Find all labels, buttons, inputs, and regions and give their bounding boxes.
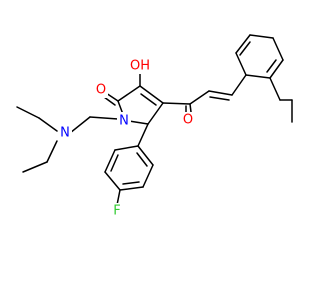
atom-labels: N N O OH O F [58,58,195,219]
pyrrolone-ring-bonds [117,85,164,125]
linker-bonds [69,116,119,134]
ring-nitrogen-label: N [119,114,129,129]
ketone-oxygen-label: O [183,113,193,128]
hydroxyl-label: OH [130,59,150,74]
phenyl-ring-bonds [235,34,293,123]
enone-chain-bonds [162,74,247,113]
fluorophenyl-ring-bonds [104,123,154,206]
fluorine-label: F [113,204,120,219]
structure-drawing: N N O OH O F [16,34,293,219]
ethyl-bonds [16,106,58,173]
amine-nitrogen-label: N [60,126,70,141]
molecule-canvas: N N O OH O F [16,34,293,219]
lactam-oxygen-label: O [96,83,106,98]
